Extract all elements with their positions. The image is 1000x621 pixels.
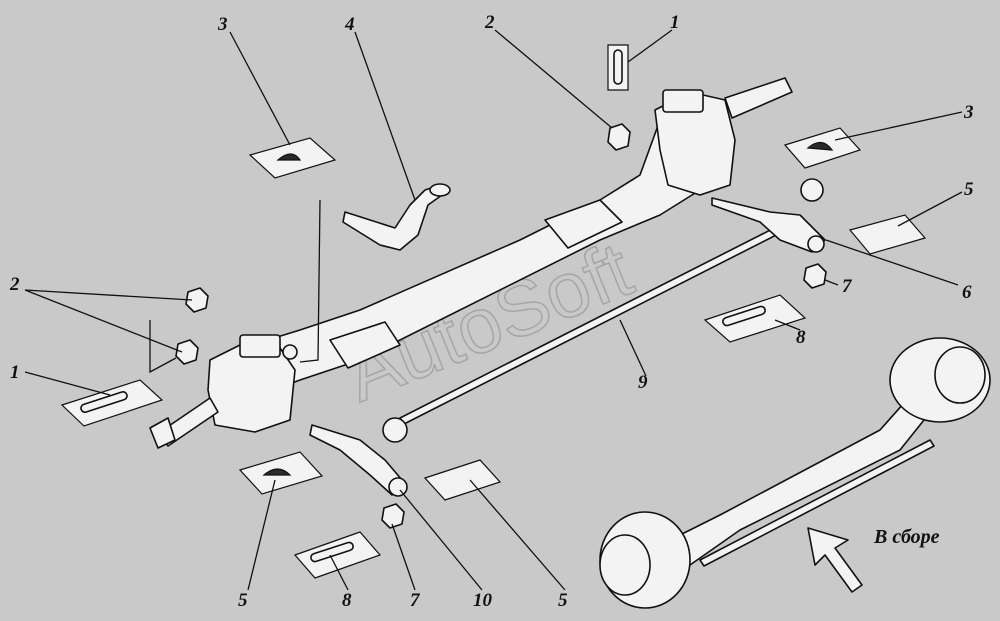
assembled-axle: [599, 337, 991, 609]
label-top-2: 2: [484, 12, 495, 33]
assembly-caption: В сборе: [873, 526, 940, 548]
label-mid-9: 9: [638, 372, 648, 393]
label-bottom-7: 7: [410, 590, 421, 611]
left-tie-rod-end: [309, 424, 408, 497]
right-tie-rod-end: [711, 197, 826, 253]
steering-arm: [342, 183, 451, 251]
label-bottom-5b: 5: [558, 590, 568, 611]
label-right-5: 5: [964, 179, 974, 200]
leader-lines: [24, 29, 963, 591]
label-right-6: 6: [962, 282, 972, 303]
label-top-4: 4: [344, 14, 355, 35]
label-right-8: 8: [796, 327, 806, 348]
callout-labels: 3 4 2 1 3 5 6 7 8 2 1 9 5 8 7 10 5: [9, 12, 974, 611]
label-right-3: 3: [963, 102, 974, 123]
label-top-1: 1: [670, 12, 680, 33]
label-left-2: 2: [9, 274, 20, 295]
label-bottom-8: 8: [342, 590, 352, 611]
front-axle-beam: [149, 77, 793, 449]
label-top-3: 3: [217, 14, 228, 35]
direction-arrow-icon: [807, 527, 863, 593]
label-left-1: 1: [10, 362, 20, 383]
label-bottom-10: 10: [473, 590, 493, 611]
label-bottom-5a: 5: [238, 590, 248, 611]
label-right-7: 7: [842, 276, 853, 297]
